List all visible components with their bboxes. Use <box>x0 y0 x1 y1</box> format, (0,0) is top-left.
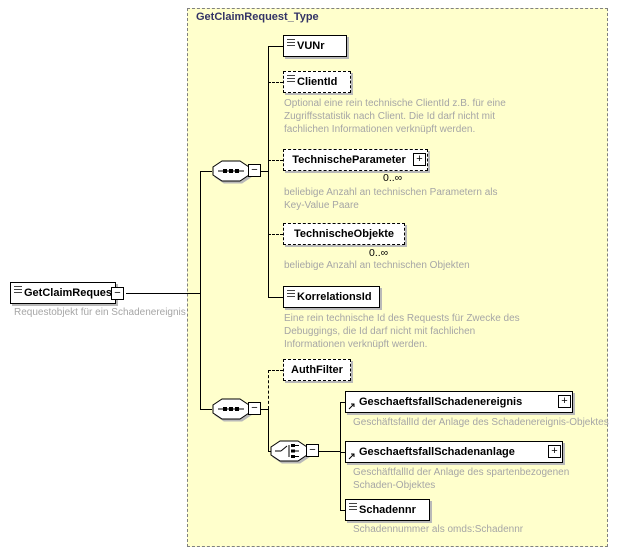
element-icon <box>287 75 295 82</box>
connector-line <box>261 409 268 410</box>
element-label: GeschaeftsfallSchadenanlage <box>359 446 515 458</box>
connector-line <box>268 46 283 47</box>
element-icon <box>287 39 295 46</box>
element-label: ClientId <box>297 76 338 88</box>
element-box-technischeobjekte[interactable]: TechnischeObjekte <box>283 223 405 245</box>
element-label: TechnischeParameter <box>292 154 406 166</box>
choice-icon <box>270 440 308 462</box>
connector-line <box>200 171 212 172</box>
connector-line <box>340 402 345 403</box>
element-label: VUNr <box>297 40 325 52</box>
element-box-vunr[interactable]: VUNr <box>283 35 347 57</box>
connector-line <box>268 370 269 409</box>
connector-line <box>340 452 345 453</box>
element-label: TechnischeObjekte <box>293 228 395 240</box>
collapse-toggle[interactable]: − <box>111 287 124 300</box>
occurrence-label: 0..∞ <box>383 172 403 184</box>
annotation-geschaeftsfallschadenanlage: GeschäftfallId der Anlage des spartenbez… <box>353 467 570 491</box>
element-box-clientid[interactable]: ClientId <box>283 71 351 93</box>
connector-line <box>268 297 283 298</box>
connector-line <box>268 160 283 161</box>
element-box-technischeparameter[interactable]: TechnischeParameter + <box>283 149 428 171</box>
element-label: Schadennr <box>359 504 416 516</box>
expand-toggle[interactable]: + <box>548 445 561 458</box>
choice-compositor[interactable]: − <box>270 440 320 462</box>
connector-line <box>268 46 269 297</box>
element-icon <box>349 503 357 510</box>
annotation-technischeparameter: beliebige Anzahl an technischen Paramete… <box>284 187 498 211</box>
annotation-geschaeftsfallschadenereignis: GeschäftsfallId der Anlage des Schadener… <box>353 417 609 428</box>
connector-line <box>268 82 283 83</box>
connector-line <box>126 293 200 294</box>
connector-line <box>268 234 283 235</box>
element-box-getclaimrequest[interactable]: GetClaimRequest <box>10 282 116 304</box>
connector-line <box>200 409 212 410</box>
connector-line <box>261 171 268 172</box>
annotation-root: Requestobjekt für ein Schadenereignis <box>14 307 186 318</box>
element-box-schadennr[interactable]: Schadennr <box>345 499 430 521</box>
connector-line <box>340 510 345 511</box>
occurrence-label: 0..∞ <box>369 247 389 259</box>
reference-arrow-icon <box>348 453 355 460</box>
annotation-schadennr: Schadennummer als omds:Schadennr <box>353 524 524 535</box>
connector-line <box>268 409 269 451</box>
collapse-toggle[interactable]: − <box>248 402 261 415</box>
connector-line <box>340 402 341 510</box>
sequence-compositor[interactable]: − <box>212 398 262 420</box>
element-box-geschaeftsfallschadenereignis[interactable]: GeschaeftsfallSchadenereignis + <box>345 391 573 413</box>
sequence-compositor[interactable]: − <box>212 160 262 182</box>
expand-toggle[interactable]: + <box>413 153 426 166</box>
expand-toggle[interactable]: + <box>558 395 571 408</box>
sequence-icon <box>212 398 250 420</box>
element-label: KorrelationsId <box>297 291 372 303</box>
element-box-authfilter[interactable]: AuthFilter <box>283 359 351 381</box>
element-icon <box>287 290 295 297</box>
reference-arrow-icon <box>348 403 355 410</box>
sequence-icon <box>212 160 250 182</box>
element-label: GetClaimRequest <box>24 287 116 299</box>
element-label: AuthFilter <box>291 364 343 376</box>
element-box-geschaeftsfallschadenanlage[interactable]: GeschaeftsfallSchadenanlage + <box>345 441 563 463</box>
annotation-technischeobjekte: beliebige Anzahl an technischen Objekten <box>284 260 470 271</box>
collapse-toggle[interactable]: − <box>306 444 319 457</box>
connector-line <box>268 370 283 371</box>
element-box-korrelationsid[interactable]: KorrelationsId <box>283 286 380 308</box>
annotation-clientid: Optional eine rein technische ClientId z… <box>284 98 506 135</box>
connector-line <box>319 451 340 452</box>
type-container-title: GetClaimRequest_Type <box>196 11 319 23</box>
element-icon <box>14 286 22 293</box>
collapse-toggle[interactable]: − <box>248 164 261 177</box>
element-label: GeschaeftsfallSchadenereignis <box>359 396 523 408</box>
annotation-korrelationsid: Eine rein technische Id des Requests für… <box>284 313 520 350</box>
connector-line <box>268 451 271 452</box>
connector-line <box>200 171 201 409</box>
